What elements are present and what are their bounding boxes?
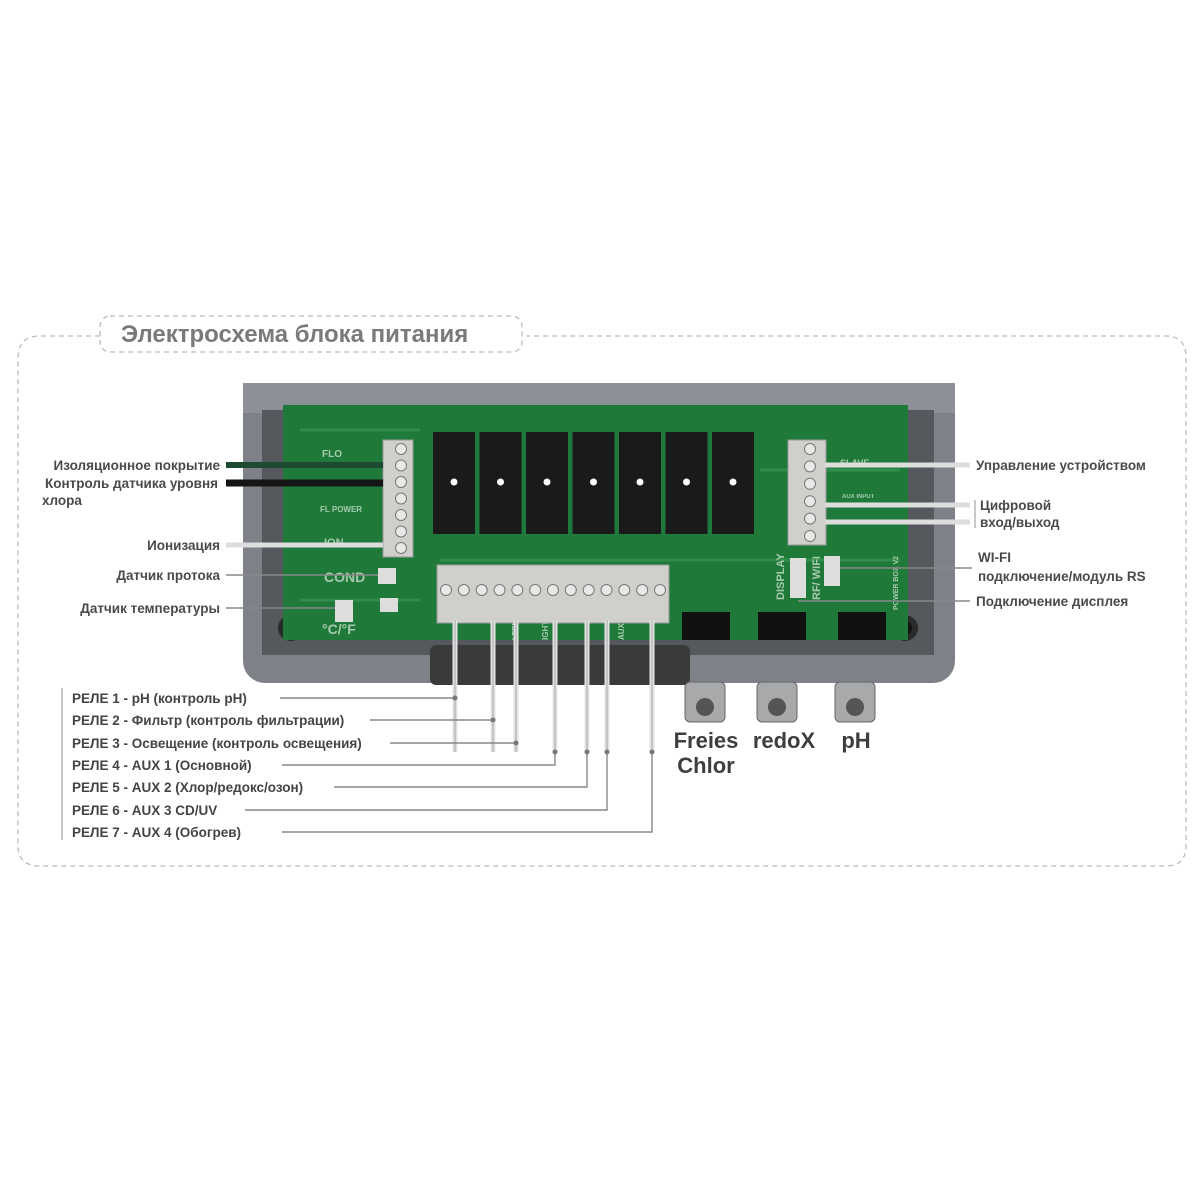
screw-icon	[564, 584, 577, 596]
screw-icon	[395, 476, 407, 488]
screw-icon	[395, 525, 407, 538]
label-chlorine-level-2: хлора	[42, 493, 82, 508]
screw-icon	[457, 584, 470, 596]
left-cables	[226, 462, 383, 609]
label-ionization: Ионизация	[147, 538, 220, 553]
relay-dot	[683, 478, 690, 486]
pcb-label-cond: COND	[324, 569, 365, 585]
relay-leader	[334, 752, 588, 788]
relay-label-3: РЕЛЕ 3 - Освещение (контроль освещения)	[72, 736, 362, 751]
relay-label-1: РЕЛЕ 1 - pH (контроль pH)	[72, 691, 247, 706]
relay-leader-dot	[552, 749, 558, 755]
probe-connectors	[684, 681, 876, 723]
pcb-label-temp: °C/°F	[322, 621, 356, 637]
relay-dot	[636, 478, 644, 486]
label-flow-sensor: Датчик протока	[116, 568, 220, 583]
relay-dot	[729, 478, 737, 486]
label-digital-io-1: Цифровой	[980, 498, 1051, 513]
relay-label-4: РЕЛЕ 4 - AUX 1 (Основной)	[72, 758, 252, 773]
bnc-center-icon	[846, 698, 864, 716]
label-device-control: Управление устройством	[976, 458, 1146, 473]
probe-label-ph: pH	[841, 728, 870, 753]
bnc-center-icon	[696, 698, 714, 716]
relay-label-6: РЕЛЕ 6 - AUX 3 CD/UV	[72, 803, 217, 818]
relay-leader	[282, 752, 653, 833]
screw-icon	[804, 460, 816, 473]
diagram-title: Электросхема блока питания	[121, 321, 468, 348]
probe-label-redox: redoX	[753, 728, 816, 753]
pcb-label-aux-input: AUX INPUT	[842, 494, 875, 500]
relay-wires	[245, 620, 655, 833]
screw-icon	[600, 584, 613, 596]
relay-label-5: РЕЛЕ 5 - AUX 2 (Хлор/редокс/озон)	[72, 780, 303, 795]
relay-label-7: РЕЛЕ 7 - AUX 4 (Обогрев)	[72, 825, 241, 840]
screw-icon	[395, 443, 407, 455]
probe-label-chlor-2: Chlor	[677, 753, 735, 778]
screw-icon	[618, 584, 631, 596]
pcb-label-aux3: AUX3	[617, 618, 626, 640]
label-insulation: Изоляционное покрытие	[54, 458, 221, 473]
pcb-label-display: DISPLAY	[775, 553, 787, 600]
right-labels: Управление устройством Цифровой вход/вых…	[976, 458, 1146, 609]
screw-icon	[395, 509, 407, 521]
pcb-label-flo: FLO	[322, 449, 342, 460]
relay-dot	[543, 478, 551, 486]
screw-icon	[804, 530, 816, 542]
screw-icon	[804, 495, 816, 508]
relay-leader-dot	[452, 695, 458, 701]
right-cables	[798, 462, 976, 602]
screw-icon	[582, 584, 595, 596]
screw-icon	[636, 584, 649, 596]
relay-label-2: РЕЛЕ 2 - Фильтр (контроль фильтрации)	[72, 713, 344, 728]
left-labels: Изоляционное покрытие Контроль датчика у…	[42, 458, 220, 616]
screw-icon	[511, 584, 524, 596]
pcb-label-board: POWER BOX V2	[893, 556, 900, 610]
label-wifi: WI-FI	[978, 550, 1011, 565]
bnc-center-icon	[768, 698, 786, 716]
terminal-block	[787, 439, 827, 546]
relay-bank	[433, 432, 754, 534]
screw-icon	[804, 443, 816, 455]
relay-leader-dot	[604, 749, 610, 755]
diagram-frame	[17, 335, 1187, 867]
relay-leader	[245, 752, 608, 811]
screw-icon	[395, 459, 407, 472]
relay-labels: РЕЛЕ 1 - pH (контроль pH) РЕЛЕ 2 - Фильтр…	[72, 691, 362, 840]
label-digital-io-2: вход/выход	[980, 515, 1060, 530]
screw-icon	[654, 584, 666, 596]
relay-dot	[450, 478, 458, 486]
label-wifi-rs: подключение/модуль RS	[978, 569, 1146, 584]
relay-leader-dot	[584, 749, 590, 755]
screw-icon	[440, 584, 452, 596]
relay-leader-dot	[490, 717, 496, 723]
relay-dot	[590, 478, 597, 486]
label-temperature-sensor: Датчик температуры	[80, 601, 220, 616]
screw-icon	[493, 584, 506, 596]
pcb-label-light: IGHT	[541, 621, 550, 640]
title-box	[99, 315, 523, 353]
pcb-label-flpower: FL POWER	[320, 505, 362, 514]
terminal-blocks	[382, 439, 827, 624]
label-display-connection: Подключение дисплея	[976, 594, 1128, 609]
screw-icon	[395, 492, 407, 505]
screw-icon	[804, 512, 816, 525]
relay-dot	[497, 478, 504, 486]
screw-icon	[395, 542, 407, 554]
relay-leader-dot	[649, 749, 655, 755]
screw-icon	[529, 584, 542, 596]
screw-icon	[475, 584, 488, 596]
relay-leader	[282, 752, 556, 766]
screw-icon	[547, 584, 559, 596]
pcb-label-rf-wifi: RF/ WIFI	[811, 556, 823, 600]
probe-label-chlor-1: Freies	[674, 728, 739, 753]
label-chlorine-level: Контроль датчика уровня	[45, 476, 218, 491]
relay-leader-dot	[513, 740, 519, 746]
screw-icon	[804, 477, 816, 490]
